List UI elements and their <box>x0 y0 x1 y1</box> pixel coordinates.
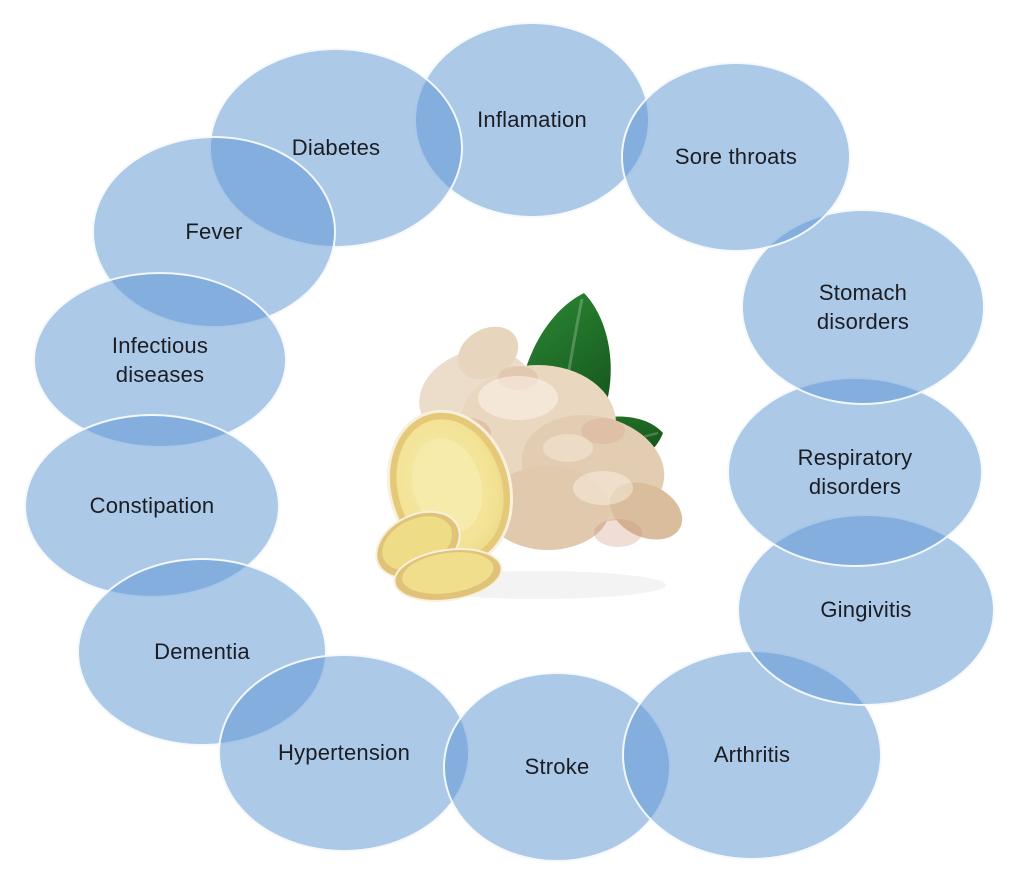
node-label: Diabetes <box>291 135 381 161</box>
node-label: Fever <box>185 219 243 245</box>
node-label: Respiratory disorders <box>797 444 913 499</box>
node-label: Infectious diseases <box>111 332 209 387</box>
node-constipation: Constipation <box>24 414 280 598</box>
ginger-slices <box>375 409 514 602</box>
node-diabetes: Diabetes <box>209 48 463 248</box>
node-dementia: Dementia <box>77 558 327 746</box>
node-label: Dementia <box>154 639 250 665</box>
node-label: Inflamation <box>477 107 587 133</box>
node-label: Arthritis <box>713 742 791 768</box>
node-label: Stomach disorders <box>816 279 910 334</box>
node-label: Constipation <box>89 493 215 519</box>
node-sore-throats: Sore throats <box>621 62 851 252</box>
node-label: Stroke <box>524 754 590 780</box>
ginger-image <box>375 293 683 602</box>
node-hypertension: Hypertension <box>218 654 470 852</box>
node-label: Sore throats <box>674 144 798 170</box>
node-respiratory-disorders: Respiratory disorders <box>727 377 983 567</box>
node-label: Gingivitis <box>820 597 912 623</box>
node-label: Hypertension <box>277 740 411 766</box>
